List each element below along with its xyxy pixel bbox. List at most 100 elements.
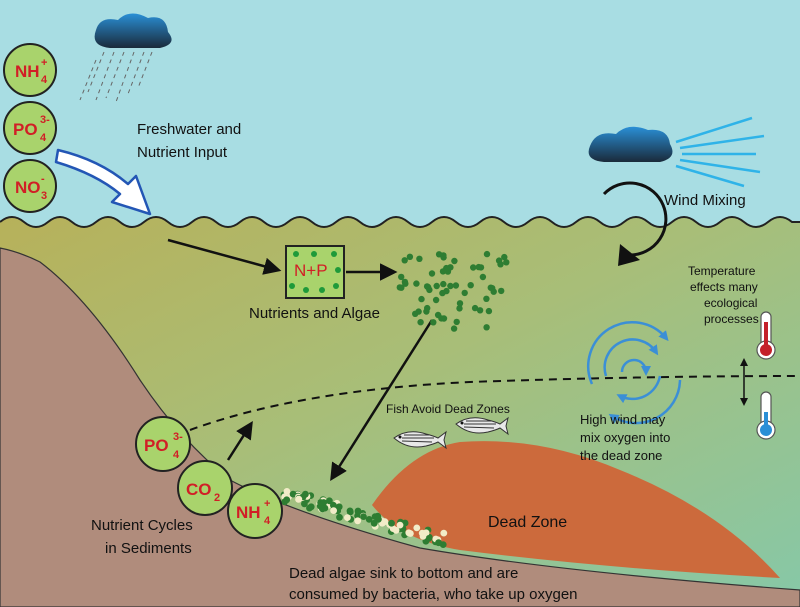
temperature-label-2: effects many <box>690 280 758 294</box>
svg-text:-: - <box>41 173 45 185</box>
input-nutrient-no3: NO - 3 <box>3 159 57 213</box>
np-box: N+P <box>285 245 345 299</box>
dead-algae-dot <box>336 513 343 521</box>
freshwater-input-arrow <box>54 148 152 216</box>
svg-text:PO: PO <box>13 120 38 139</box>
svg-text:NO: NO <box>15 178 41 197</box>
dead-algae-dot <box>360 513 367 520</box>
algae-dot <box>467 282 474 289</box>
svg-text:PO: PO <box>144 436 169 455</box>
temperature-label-4: processes <box>704 312 759 326</box>
dead-algae-dot <box>346 508 354 516</box>
temperature-label-1: Temperature <box>688 264 756 278</box>
algae-dot <box>440 280 447 288</box>
fish-icon <box>393 416 509 450</box>
dead-algae-dot <box>316 502 324 510</box>
algae-dot <box>398 284 405 291</box>
svg-text:CO: CO <box>186 480 212 499</box>
dead-algae-dot <box>405 529 413 537</box>
sediment-nutrient-co2: CO 2 <box>177 460 233 516</box>
algae-dot <box>497 261 504 268</box>
algae-dot <box>483 324 490 331</box>
dead-algae-dot <box>425 535 433 542</box>
algae-dot <box>470 264 477 271</box>
dead-algae-dot <box>355 509 362 516</box>
dead-algae-label-1: Dead algae sink to bottom and are <box>289 565 518 582</box>
svg-text:3-: 3- <box>173 431 183 443</box>
algae-dot <box>453 318 460 326</box>
dead-algae-label-2: consumed by bacteria, who take up oxygen <box>289 586 578 603</box>
dead-algae-dot <box>413 524 421 532</box>
dead-algae-dot <box>435 539 442 547</box>
algae-dot <box>412 310 419 317</box>
svg-text:3-: 3- <box>40 114 50 126</box>
wind-cloud-icon <box>588 116 765 188</box>
algae-dot <box>483 295 490 302</box>
circular-arrow-icon <box>602 181 668 266</box>
svg-text:N+P: N+P <box>294 261 328 280</box>
algae-dot <box>417 319 424 326</box>
fish-avoid-label: Fish Avoid Dead Zones <box>386 402 510 416</box>
input-nutrient-po4: PO 3- 4 <box>3 101 57 155</box>
algae-dot <box>456 305 463 312</box>
sediment <box>0 247 800 607</box>
algae-dot <box>447 282 454 290</box>
dead-algae-dot <box>307 503 315 511</box>
dead-algae-dot <box>392 526 400 534</box>
dead-algae-dot <box>370 519 378 527</box>
sediment-nutrient-po4: PO 3- 4 <box>135 416 191 472</box>
dead-algae-dot <box>330 501 337 509</box>
dead-algae-dot <box>354 517 362 525</box>
high-wind-label-3: the dead zone <box>580 448 662 463</box>
svg-text:NH: NH <box>15 62 40 81</box>
high-wind-label-1: High wind may <box>580 412 666 427</box>
algae-dot <box>452 282 460 289</box>
algae-dot <box>489 285 496 292</box>
dead-algae-layer <box>280 488 448 548</box>
input-to-nutrients-arrow <box>167 238 282 275</box>
swirl-icon <box>587 320 682 425</box>
freshwater-label-1: Freshwater and <box>137 121 241 138</box>
svg-text:3: 3 <box>41 190 47 202</box>
thermometer-cold-icon <box>756 391 776 440</box>
dead-algae-dot <box>283 488 291 495</box>
algae-dot <box>401 257 408 264</box>
algae-dot <box>483 250 491 258</box>
temperature-double-arrow <box>740 358 748 406</box>
algae-dot <box>476 307 484 314</box>
dead-algae-dot <box>440 529 448 537</box>
algae-dot <box>440 254 447 261</box>
algae-dot <box>416 255 423 262</box>
nutrient-cycles-label-2: in Sediments <box>105 540 192 557</box>
dead-algae-dot <box>295 495 303 503</box>
algae-dot <box>413 280 420 287</box>
algae-dot <box>501 253 508 261</box>
dead-algae-dot <box>381 518 389 525</box>
svg-text:4: 4 <box>173 449 180 461</box>
algae-bloom <box>396 250 510 332</box>
svg-text:4: 4 <box>40 132 47 144</box>
temperature-label-3: ecological <box>704 296 757 310</box>
algae-dot <box>451 257 458 265</box>
thermometer-warm-icon <box>756 311 776 360</box>
algae-dot <box>485 307 493 315</box>
algae-dot <box>428 270 436 277</box>
dead-algae-dot <box>401 519 409 527</box>
algae-dot <box>479 273 487 281</box>
algae-dot <box>433 282 440 290</box>
algae-sink-arrow <box>330 319 434 481</box>
algae-dot <box>430 319 437 326</box>
sediment-release-arrow <box>226 421 253 461</box>
dead-algae-dot <box>281 498 288 506</box>
dead-algae-dot <box>289 490 297 498</box>
input-nutrient-nh4: NH + 4 <box>3 43 57 97</box>
water-surface-line <box>0 216 800 228</box>
dead-algae-dot <box>326 497 333 505</box>
algae-dot <box>438 315 445 322</box>
dead-algae-dot <box>388 519 395 527</box>
algae-dot <box>456 300 464 307</box>
high-wind-label-2: mix oxygen into <box>580 430 670 445</box>
algae-dot <box>450 325 458 332</box>
dead-algae-dot <box>365 516 373 523</box>
svg-text:2: 2 <box>214 492 220 504</box>
